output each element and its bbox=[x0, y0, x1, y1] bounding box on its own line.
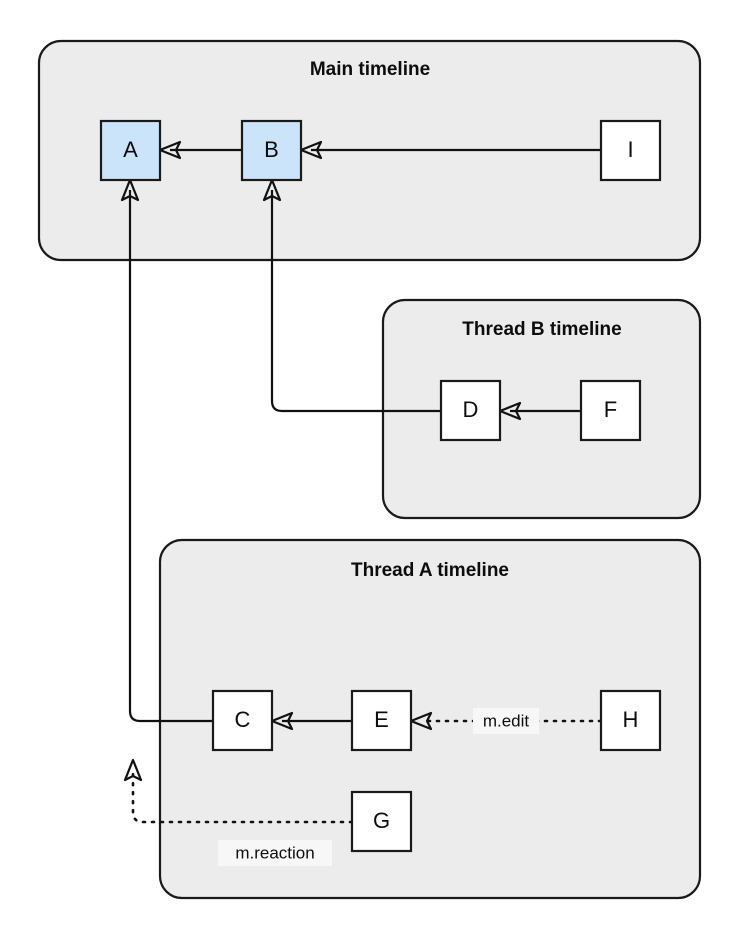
edge-h-to-e-label: m.edit bbox=[483, 711, 530, 730]
node-c[interactable]: C bbox=[211, 689, 274, 752]
node-f-label: F bbox=[604, 397, 617, 422]
edge-d-to-b-line bbox=[270, 190, 441, 413]
edge-b-to-a-arrowhead bbox=[158, 140, 182, 160]
edge-i-to-b-arrowhead bbox=[299, 140, 323, 160]
edge-group: m.edit m.reaction bbox=[120, 140, 603, 866]
edge-h-to-e-label-bg bbox=[473, 708, 539, 734]
node-b-label: B bbox=[264, 137, 279, 162]
edge-h-to-e-arrowhead bbox=[409, 711, 433, 731]
node-f-rect bbox=[579, 379, 642, 442]
edge-b-to-a[interactable] bbox=[158, 140, 242, 160]
node-group: A B I D F C E bbox=[99, 119, 662, 853]
node-i-label: I bbox=[627, 137, 633, 162]
panel-main-title: Main timeline bbox=[310, 59, 430, 80]
node-a-rect bbox=[99, 119, 162, 182]
edge-e-to-c-arrowhead bbox=[270, 711, 294, 731]
node-g-label: G bbox=[373, 808, 390, 833]
edge-c-to-a-line bbox=[128, 190, 213, 723]
edge-e-to-c[interactable] bbox=[270, 711, 352, 731]
node-g[interactable]: G bbox=[350, 790, 413, 853]
node-c-label: C bbox=[235, 707, 251, 732]
edge-f-to-d[interactable] bbox=[498, 401, 581, 421]
node-i[interactable]: I bbox=[599, 119, 662, 182]
edge-f-to-d-arrowhead bbox=[498, 401, 522, 421]
edge-d-to-b[interactable] bbox=[262, 178, 441, 413]
node-a-label: A bbox=[123, 137, 138, 162]
node-e-label: E bbox=[374, 707, 389, 732]
edge-g-to-c-label-bg bbox=[218, 840, 332, 866]
panel-thread-a-rect bbox=[158, 538, 702, 900]
node-a[interactable]: A bbox=[99, 119, 162, 182]
node-d-label: D bbox=[463, 397, 479, 422]
edge-c-to-a-arrowhead bbox=[120, 178, 140, 202]
panel-thread-a-title: Thread A timeline bbox=[351, 560, 509, 581]
panel-thread-b[interactable]: Thread B timeline bbox=[381, 298, 702, 520]
node-b-rect bbox=[240, 119, 303, 182]
node-b[interactable]: B bbox=[240, 119, 303, 182]
node-e[interactable]: E bbox=[350, 689, 413, 752]
node-d-rect bbox=[439, 379, 502, 442]
edge-c-to-a[interactable] bbox=[120, 178, 213, 723]
edge-g-to-c-line bbox=[131, 768, 354, 824]
node-i-rect bbox=[599, 119, 662, 182]
node-e-rect bbox=[350, 689, 413, 752]
node-c-rect bbox=[211, 689, 274, 752]
edge-i-to-b[interactable] bbox=[299, 140, 601, 160]
node-h[interactable]: H bbox=[599, 689, 662, 752]
edge-h-to-e[interactable]: m.edit bbox=[409, 708, 603, 734]
edge-g-to-c[interactable]: m.reaction bbox=[123, 758, 354, 866]
edge-g-to-c-label: m.reaction bbox=[235, 843, 314, 862]
edge-g-to-c-arrowhead bbox=[123, 758, 143, 782]
node-f[interactable]: F bbox=[579, 379, 642, 442]
node-g-rect bbox=[350, 790, 413, 853]
panel-thread-a[interactable]: Thread A timeline bbox=[158, 538, 702, 900]
node-h-label: H bbox=[623, 707, 639, 732]
panel-thread-b-title: Thread B timeline bbox=[462, 319, 621, 340]
panel-group: Main timeline Thread B timeline Thread A… bbox=[37, 39, 702, 900]
node-h-rect bbox=[599, 689, 662, 752]
panel-thread-b-rect bbox=[381, 298, 702, 520]
node-d[interactable]: D bbox=[439, 379, 502, 442]
edge-d-to-b-arrowhead bbox=[262, 178, 282, 202]
